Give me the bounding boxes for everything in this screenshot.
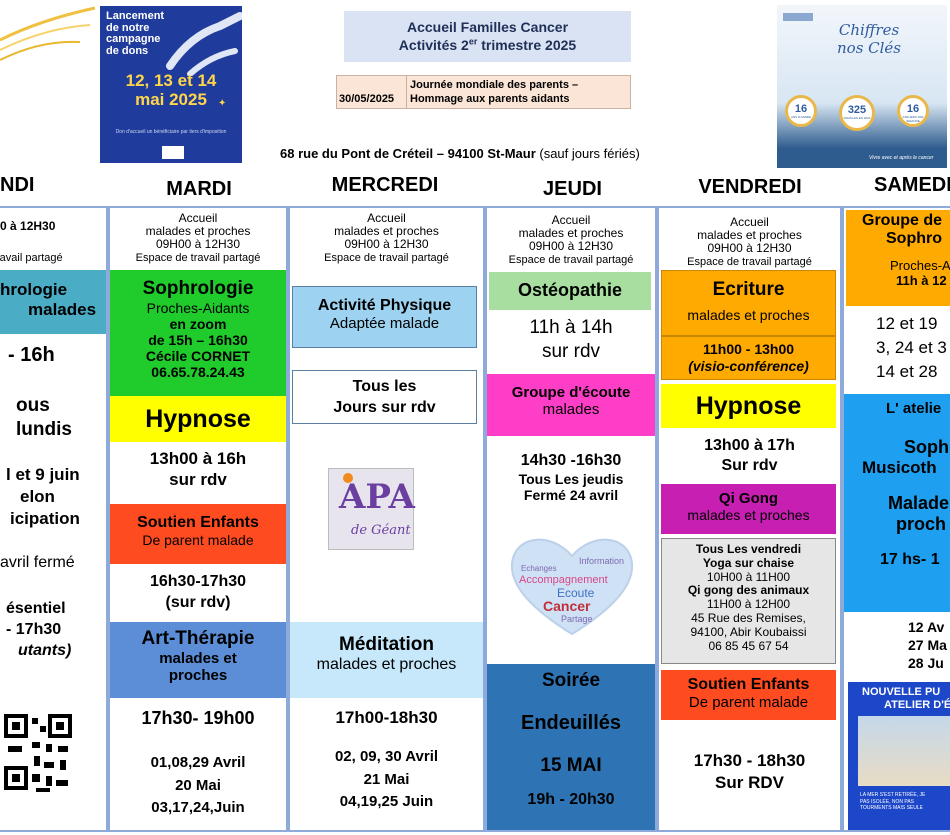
page-title: Accueil Familles Cancer Activités 2er tr… [344,11,631,62]
heart-illustration [510,538,634,636]
vendredi-yoga-qigong: Tous Les vendredi Yoga sur chaise 10H00 … [661,538,836,664]
jeudi-accueil: Accueil malades et proches 09H00 à 12H30… [508,213,634,266]
jeudi-soiree-endeuilles: Soirée Endeuillés 15 MAI 19h - 20h30 [487,664,655,830]
column-mardi: Accueil malades et proches 09H00 à 12H30… [108,206,288,832]
vendredi-soutien-enfants: Soutien Enfants De parent malade [661,670,836,720]
apa-de-geant-logo: APA de Géant [328,468,415,550]
mercredi-accueil: Accueil malades et proches 09H00 à 12H30… [324,211,449,264]
afc-logo [783,13,813,21]
day-vendredi: VENDREDI [698,176,802,198]
column-samedi: Groupe de Sophro Proches-A 11h à 12 12 e… [842,206,950,832]
vendredi-ecriture-horaire: 11h00 - 13h00(visio-conférence) [661,336,836,380]
mardi-accueil: Accueil malades et proches 09H00 à 12H30… [135,211,261,264]
vendredi-accueil: Accueil malades et proches 09H00 à 12H30… [687,215,812,268]
decorative-swirl [0,6,96,61]
jeudi-osteopathie: Ostéopathie [489,272,651,310]
samedi-publication-poster: NOUVELLE PU ATELIER D'É LA MER S'EST RET… [848,682,950,830]
day-samedi: SAMEDI [874,174,950,196]
column-vendredi: Accueil malades et proches 09H00 à 12H30… [657,206,842,832]
samedi-atelier: L' atelie Soph Musicoth Malade proch 17 … [844,394,950,612]
mardi-art-therapie: Art-Thérapie malades et proches [110,622,286,698]
campaign-logo [162,146,184,159]
day-mercredi: MERCREDI [331,174,439,196]
jeudi-groupe-ecoute: Groupe d'écoute malades [487,374,655,436]
column-mercredi: Accueil malades et proches 09H00 à 12H30… [288,206,485,832]
day-jeudi: JEUDI [543,178,602,200]
samedi-groupe-sophro: Groupe de Sophro Proches-A 11h à 12 [846,210,950,306]
mardi-soutien-enfants: Soutien Enfants De parent malade [110,504,286,564]
mercredi-activite-physique: Activité Physique Adaptée malade [292,286,477,348]
vendredi-qi-gong: Qi Gong malades et proches [661,484,836,534]
qr-code [2,704,78,800]
column-jeudi: Accueil malades et proches 09H00 à 12H30… [485,206,657,832]
vendredi-ecriture: Ecriture malades et proches [661,270,836,336]
day-mardi: MARDI [166,178,232,200]
star-icon: ✦ [218,98,227,109]
mercredi-meditation: Méditation malades et proches [290,622,483,698]
day-lundi: NDI [0,174,35,196]
event-box: 30/05/2025 Journée mondiale des parents … [336,75,631,109]
address: 68 rue du Pont de Créteil – 94100 St-Mau… [280,146,640,161]
beach-photo [858,716,950,786]
hands-illustration [166,12,242,76]
vendredi-hypnose: Hypnose [661,384,836,428]
mardi-hypnose: Hypnose [110,396,286,442]
mardi-sophrologie: Sophrologie Proches-Aidants en zoom de 1… [110,270,286,396]
